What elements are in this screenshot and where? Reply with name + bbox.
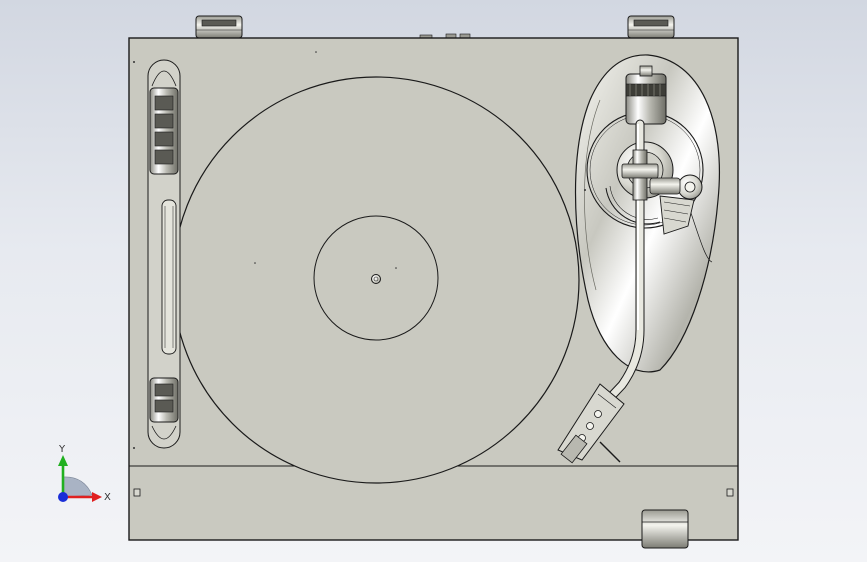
record-label bbox=[313, 215, 439, 341]
spindle bbox=[371, 274, 381, 284]
triad-x-arrow bbox=[92, 492, 102, 502]
triad-x-label: X bbox=[104, 492, 111, 503]
front-foot bbox=[641, 509, 689, 549]
control-strip[interactable] bbox=[147, 59, 181, 449]
start-knob[interactable] bbox=[149, 377, 179, 423]
triad-xy-plane bbox=[62, 476, 93, 498]
coordinate-triad: Y X bbox=[58, 444, 111, 503]
finger-lift[interactable] bbox=[599, 441, 621, 463]
screw-right bbox=[726, 488, 734, 497]
anti-skate-dial[interactable] bbox=[649, 174, 703, 200]
platter[interactable] bbox=[172, 76, 580, 484]
cartridge bbox=[560, 434, 588, 464]
triad-y-label: Y bbox=[58, 444, 66, 455]
triad-z-axis bbox=[58, 492, 68, 502]
counterweight[interactable] bbox=[625, 65, 667, 125]
arm-rest[interactable] bbox=[659, 195, 695, 235]
triad-y-arrow bbox=[58, 455, 68, 466]
tonearm-tube[interactable] bbox=[601, 119, 659, 407]
lid-hinge-right bbox=[627, 15, 675, 39]
headshell[interactable] bbox=[557, 383, 625, 464]
lid-hinge-left bbox=[195, 15, 243, 39]
pitch-slider-track[interactable] bbox=[161, 199, 177, 355]
speed-knob[interactable] bbox=[149, 87, 179, 175]
screw-left bbox=[133, 488, 141, 497]
